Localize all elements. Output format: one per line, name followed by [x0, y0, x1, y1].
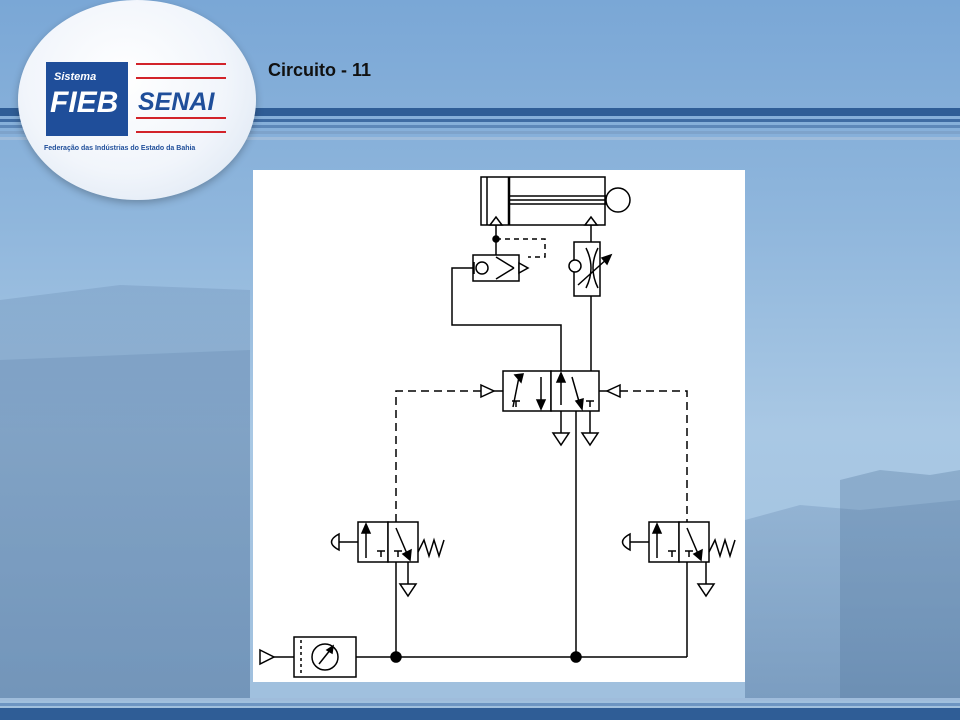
3-2-push-button-valve-right [621, 521, 736, 657]
footer-stripes [0, 698, 960, 720]
fieb-senai-logo: Sistema FIEB SENAI Federação das Indústr… [44, 62, 226, 152]
diagram-panel [253, 170, 745, 682]
pneumatic-circuit-diagram [259, 176, 736, 678]
double-acting-cylinder [480, 176, 631, 226]
fieb-logo-box [46, 62, 128, 136]
3-2-push-button-valve-left [330, 521, 445, 657]
pilot-line [496, 238, 546, 258]
junction-dot [570, 651, 582, 663]
flow-control-valve [568, 241, 613, 297]
logo-sistema-text: Sistema [54, 71, 96, 83]
slide-title: Circuito - 11 [268, 60, 372, 80]
pilot-line [620, 390, 688, 522]
exhaust-symbol [551, 411, 571, 447]
logo-federation-text: Federação das Indústrias do Estado da Ba… [44, 145, 195, 152]
air-service-unit-with-gauge [259, 636, 357, 678]
5-2-pilot-operated-valve [480, 370, 621, 412]
exhaust-symbol [580, 411, 600, 447]
logo-fieb-text: FIEB [50, 86, 118, 119]
header-stripes [0, 108, 960, 148]
junction-dot [390, 651, 402, 663]
logo-senai-text: SENAI [138, 88, 215, 116]
pilot-line [395, 390, 481, 522]
pipe [451, 267, 562, 371]
quick-exhaust-valve [472, 254, 530, 282]
